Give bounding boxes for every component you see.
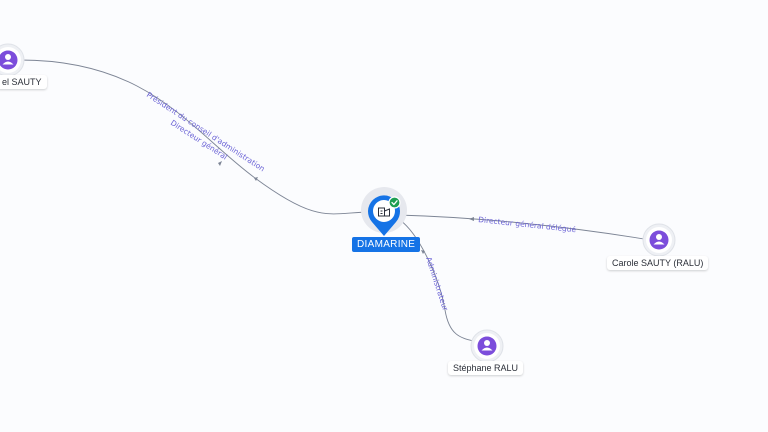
person-label-p1[interactable]: el SAUTY (0, 75, 47, 89)
check-icon (388, 196, 401, 209)
edge-label-p1-1: Président du conseil d'administration (145, 90, 267, 173)
edge-arrow (254, 177, 258, 181)
person-node-p1[interactable] (0, 43, 25, 77)
edge-label-p2-1: Directeur général délégué (478, 215, 577, 234)
person-icon (2, 54, 14, 65)
person-node-p2[interactable] (642, 223, 676, 257)
edge-arrow (421, 250, 425, 254)
company-label[interactable]: DIAMARINE (352, 237, 421, 252)
person-icon (481, 340, 493, 351)
company-node[interactable] (361, 187, 407, 236)
edge-p3-company (399, 219, 482, 344)
person-icon (653, 234, 665, 245)
person-node-p3[interactable] (470, 329, 504, 363)
person-label-p3[interactable]: Stéphane RALU (448, 361, 524, 375)
edge-arrow (218, 161, 222, 166)
edge-p1-company (19, 59, 373, 215)
edge-label-p3-1: Administrateur (424, 256, 450, 313)
building-icon (378, 207, 390, 217)
edge-arrow (469, 217, 474, 221)
edge-p2-company (397, 214, 651, 241)
person-label-p2[interactable]: Carole SAUTY (RALU) (607, 256, 709, 270)
